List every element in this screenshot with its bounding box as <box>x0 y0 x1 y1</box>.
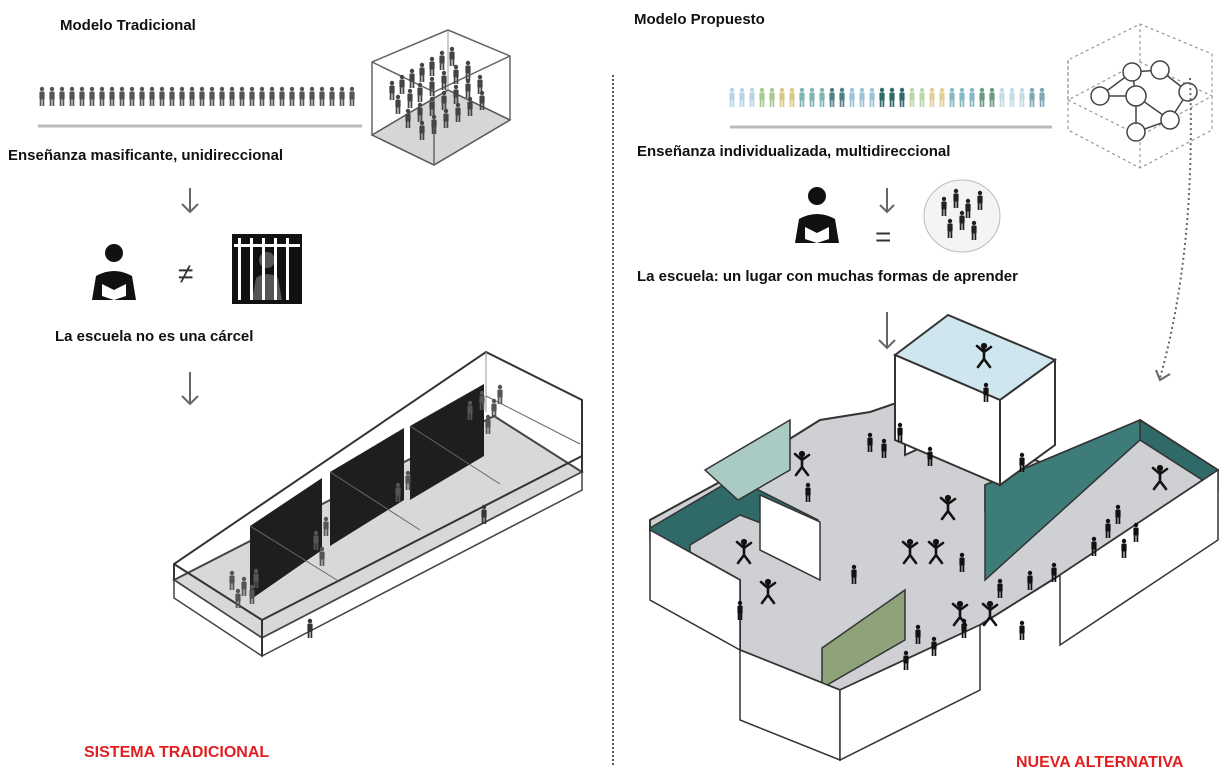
proposed-school-building <box>649 313 1219 762</box>
network-box <box>1066 23 1214 169</box>
reader-icon-right <box>795 187 839 243</box>
arrow-down-icon-3 <box>879 188 895 214</box>
equals-sign: = <box>875 221 891 252</box>
traditional-school-building <box>172 350 585 658</box>
right-caption-school: La escuela: un lugar con muchas formas d… <box>637 268 1018 285</box>
center-divider <box>612 75 614 765</box>
prison-icon <box>232 234 302 304</box>
classroom-box-left <box>370 29 512 166</box>
left-model-title: Modelo Tradicional <box>60 17 196 34</box>
left-caption-school: La escuela no es una cárcel <box>55 328 254 345</box>
reader-icon <box>92 244 136 300</box>
right-footer: NUEVA ALTERNATIVA <box>1016 754 1184 771</box>
network-nodes-icon <box>1090 60 1198 142</box>
left-footer: SISTEMA TRADICIONAL <box>84 744 270 761</box>
right-caption-teaching: Enseñanza individualizada, multidireccio… <box>637 143 951 160</box>
crowd-row-right <box>729 87 1045 107</box>
group-sphere-icon <box>923 179 1001 253</box>
arrow-down-icon <box>181 188 199 214</box>
right-model-title: Modelo Propuesto <box>634 11 765 28</box>
crowd-row-left <box>39 86 355 106</box>
arrow-down-icon-4 <box>878 312 896 350</box>
not-equal-sign: ≠ <box>178 258 193 289</box>
dotted-connector <box>1159 77 1192 379</box>
arrow-down-icon-2 <box>181 372 199 406</box>
dotted-arrowhead-icon <box>1155 369 1171 382</box>
left-caption-teaching: Enseñanza masificante, unidireccional <box>8 147 284 164</box>
